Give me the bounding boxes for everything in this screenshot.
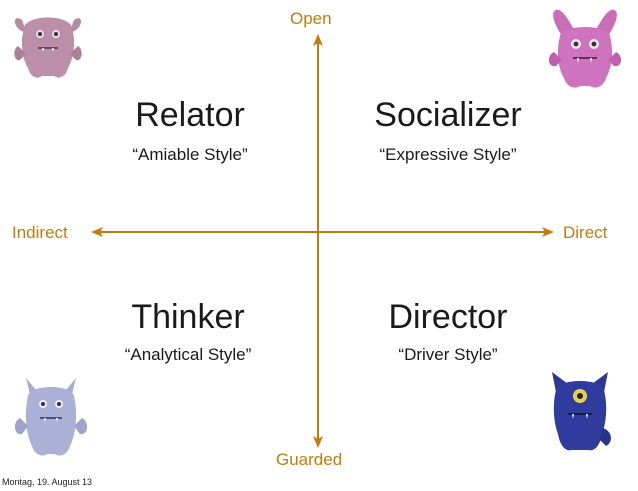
- lavender-plush-monster-icon: [14, 378, 88, 456]
- axis-label-indirect: Indirect: [12, 223, 68, 242]
- blue-cyclops-monster-icon: [552, 372, 611, 451]
- axis-label-direct: Direct: [563, 223, 608, 242]
- quadrant-subtitle-socializer: “Expressive Style”: [379, 145, 517, 164]
- quadrant-title-thinker: Thinker: [131, 298, 245, 336]
- pink-plush-monster-icon: [14, 17, 82, 78]
- magenta-bunny-monster-icon: [548, 9, 622, 88]
- slide-date-footer: Montag, 19. August 13: [2, 477, 93, 487]
- quadrant-subtitle-thinker: “Analytical Style”: [124, 345, 252, 364]
- quadrant-title-director: Director: [388, 298, 508, 336]
- quadrant-subtitle-director: “Driver Style”: [398, 345, 498, 364]
- quadrant-title-relator: Relator: [135, 96, 245, 134]
- axis-label-open: Open: [290, 9, 332, 28]
- quadrant-subtitle-relator: “Amiable Style”: [132, 145, 248, 164]
- quadrant-title-socializer: Socializer: [374, 96, 522, 134]
- axis-label-guarded: Guarded: [276, 450, 343, 469]
